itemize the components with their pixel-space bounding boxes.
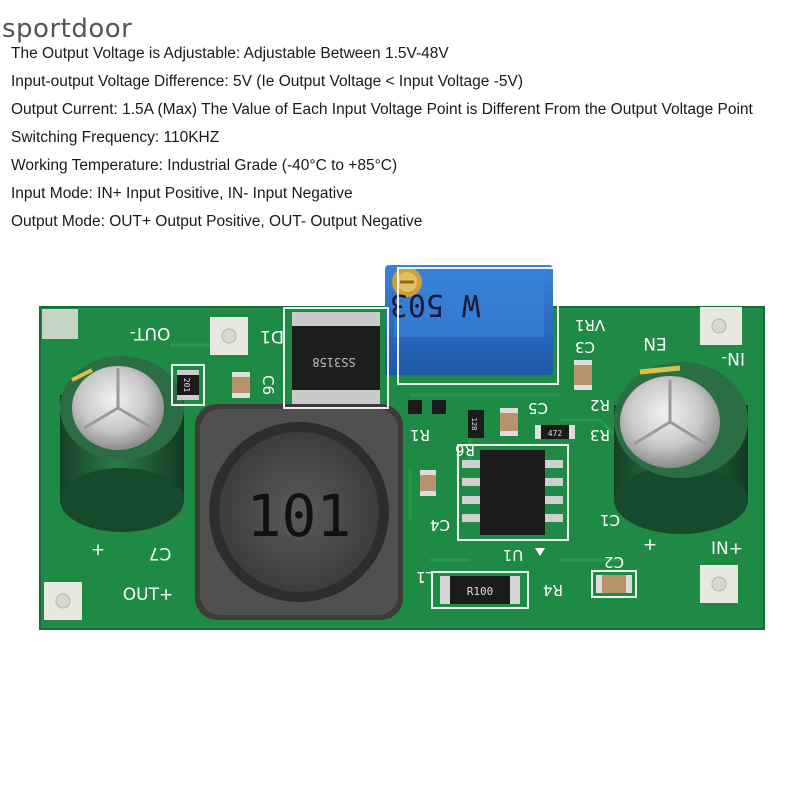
label-vr1: VR1	[575, 316, 605, 334]
watermark-text: sportdoor	[2, 14, 133, 44]
spec-line: Input-output Voltage Difference: 5V (Ie …	[11, 73, 523, 90]
label-r2: R2	[590, 396, 610, 414]
label-in-minus: IN-	[721, 348, 745, 368]
capacitor-c3	[574, 360, 592, 390]
resistor-r100-marking: R100	[467, 585, 494, 598]
capacitor-c1	[614, 362, 748, 534]
mounting-hole	[210, 317, 248, 355]
resistor-12b: 12B	[468, 410, 484, 438]
pin1-marker	[535, 548, 545, 556]
resistor-r100: R100	[440, 576, 520, 604]
label-in-plus: IN+	[711, 539, 743, 559]
label-d1: D1	[260, 326, 284, 346]
capacitor-c6	[232, 372, 250, 398]
mounting-hole	[700, 565, 738, 603]
mounting-hole	[700, 307, 742, 345]
label-c3: C3	[575, 338, 595, 356]
spec-line: Output Mode: OUT+ Output Positive, OUT- …	[11, 213, 423, 230]
spec-line: The Output Voltage is Adjustable: Adjust…	[11, 45, 449, 62]
potentiometer-marking: W 503	[390, 287, 480, 322]
label-r3: R3	[590, 426, 610, 444]
resistor-201: 201	[177, 370, 199, 400]
label-l1: L1	[416, 568, 434, 586]
spec-line: Switching Frequency: 110KHZ	[11, 129, 220, 146]
label-r4: R4	[543, 581, 563, 599]
polarity-plus-left: +	[91, 540, 105, 560]
label-c5: C5	[528, 399, 548, 417]
label-c7: C7	[149, 543, 172, 563]
potentiometer-vr1: W 503	[385, 265, 553, 375]
label-out-minus: OUT-	[130, 323, 171, 343]
inductor-l1: 101	[195, 404, 403, 620]
label-c6: C6	[259, 375, 277, 395]
resistor-12b-marking: 12B	[470, 418, 478, 431]
capacitor-c5	[500, 408, 518, 436]
diode-marking: SS3158	[312, 355, 355, 369]
spec-list: The Output Voltage is Adjustable: Adjust…	[11, 40, 753, 236]
smd-pads	[408, 400, 446, 414]
resistor-472: 472	[535, 425, 575, 439]
label-u1: U1	[503, 546, 524, 564]
diode-d1: SS3158	[292, 312, 380, 404]
inductor-marking: 101	[247, 482, 352, 550]
label-en: EN	[643, 333, 666, 353]
resistor-201-marking: 201	[182, 378, 191, 393]
spec-line: Working Temperature: Industrial Grade (-…	[11, 157, 398, 174]
spec-line: Output Current: 1.5A (Max) The Value of …	[11, 101, 753, 118]
resistor-472-marking: 472	[548, 429, 563, 438]
label-r1: R1	[410, 426, 430, 444]
polarity-plus-right: +	[643, 535, 657, 555]
label-out-plus: OUT+	[123, 585, 173, 605]
capacitor-c2	[596, 575, 632, 593]
label-c1: C1	[600, 511, 620, 529]
spec-line: Input Mode: IN+ Input Positive, IN- Inpu…	[11, 185, 353, 202]
capacitor-c4	[420, 470, 436, 496]
mounting-hole	[44, 582, 82, 620]
label-c2: C2	[604, 553, 624, 571]
label-c4: C4	[430, 516, 450, 534]
ic-u1	[462, 450, 563, 535]
capacitor-c7	[60, 356, 184, 532]
